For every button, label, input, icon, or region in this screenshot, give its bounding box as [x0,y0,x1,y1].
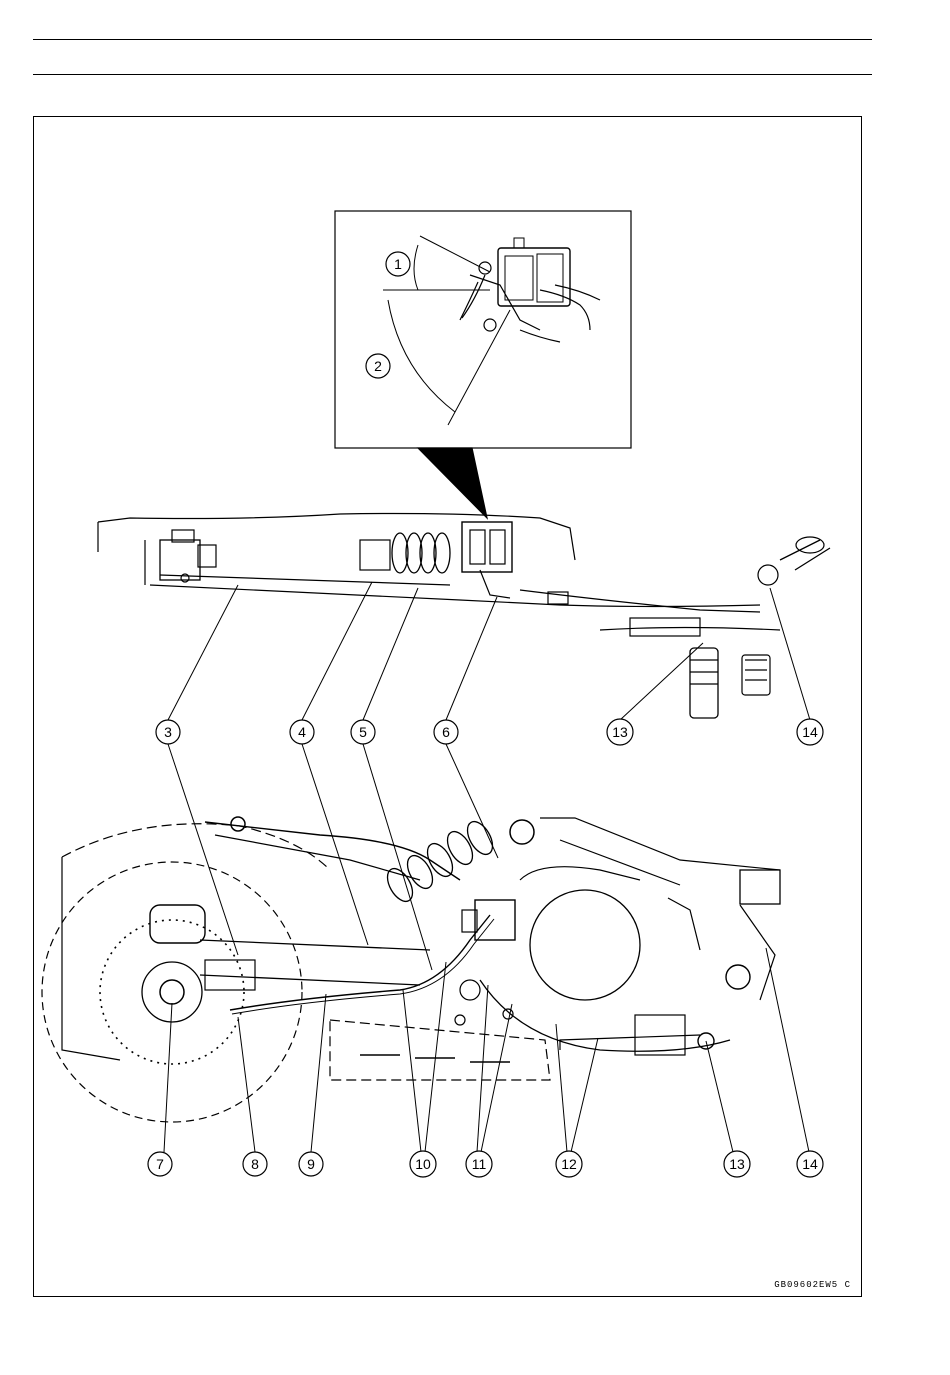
svg-text:1: 1 [394,256,402,272]
svg-text:3: 3 [164,724,172,740]
callout-7: 7 [148,1152,172,1176]
svg-text:13: 13 [729,1156,745,1172]
callout-11: 11 [466,1151,492,1177]
callout-5: 5 [351,720,375,744]
callout-10: 10 [410,1151,436,1177]
callout-8: 8 [243,1152,267,1176]
svg-text:7: 7 [156,1156,164,1172]
svg-text:2: 2 [374,358,382,374]
leader-lines [164,582,810,1152]
svg-text:5: 5 [359,724,367,740]
svg-text:8: 8 [251,1156,259,1172]
inset-pointer [418,448,487,518]
callout-14-bottom: 14 [797,1151,823,1177]
svg-text:11: 11 [472,1156,487,1172]
svg-text:14: 14 [802,1156,818,1172]
svg-text:6: 6 [442,724,450,740]
svg-text:9: 9 [307,1156,315,1172]
side-view [42,817,780,1122]
callout-2: 2 [366,354,390,378]
callout-13-bottom: 13 [724,1151,750,1177]
svg-text:10: 10 [415,1156,431,1172]
callout-9: 9 [299,1152,323,1176]
callout-4: 4 [290,720,314,744]
svg-text:13: 13 [612,724,628,740]
svg-text:12: 12 [561,1156,577,1172]
callout-14-top: 14 [797,719,823,745]
callout-1: 1 [386,252,410,276]
inset-detail [335,211,631,448]
svg-text:14: 14 [802,724,818,740]
callout-13-top: 13 [607,719,633,745]
svg-text:4: 4 [298,724,306,740]
callout-6: 6 [434,720,458,744]
callout-3: 3 [156,720,180,744]
callout-12: 12 [556,1151,582,1177]
top-view [98,514,830,719]
